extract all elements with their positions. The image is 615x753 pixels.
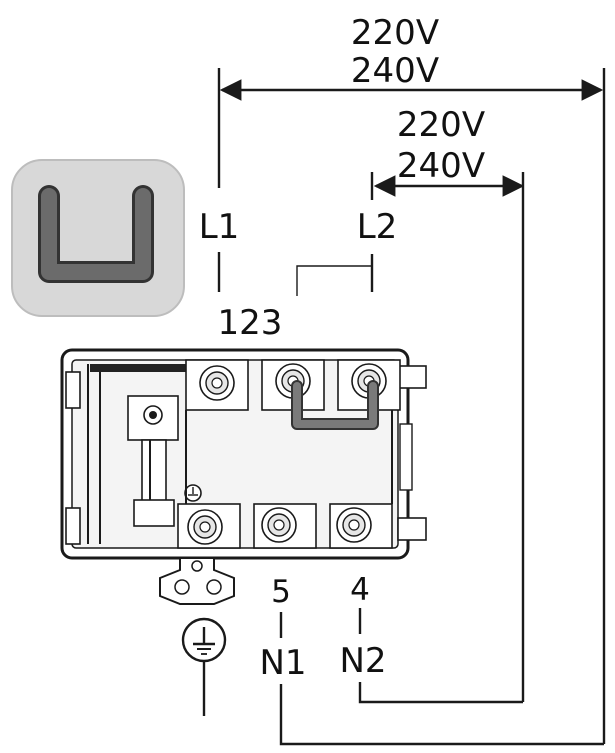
n2-return-wire <box>358 682 523 704</box>
voltage-inner-line2: 240V <box>397 146 485 186</box>
label-n2: N2 <box>339 641 386 681</box>
n1-return-wire <box>279 684 604 746</box>
earth-lug <box>159 557 235 605</box>
l2-bracket <box>296 265 372 296</box>
screw-1 <box>199 365 235 401</box>
jumper-bridge-fill <box>293 382 377 428</box>
label-l1: L1 <box>199 207 240 247</box>
label-4: 4 <box>350 572 370 608</box>
ground-icon <box>181 617 227 663</box>
screw-4 <box>336 507 372 543</box>
label-123: 123 <box>218 303 283 343</box>
terminal-screws <box>187 363 387 545</box>
u-bridge-icon <box>11 159 185 317</box>
screw-5 <box>187 509 223 545</box>
screw-6 <box>261 507 297 543</box>
voltage-inner-line1: 220V <box>397 105 485 145</box>
label-l2: L2 <box>357 207 398 247</box>
voltage-outer-line2: 240V <box>351 51 439 91</box>
label-n1: N1 <box>259 643 306 683</box>
label-5: 5 <box>271 574 291 610</box>
voltage-outer-line1: 220V <box>351 13 439 53</box>
terminal-block <box>60 348 427 560</box>
